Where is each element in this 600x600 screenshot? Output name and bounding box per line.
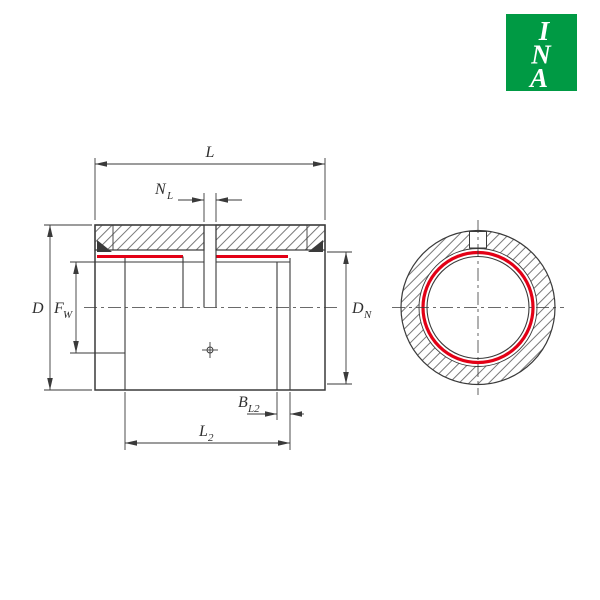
seal-wedge-right xyxy=(308,240,323,252)
section-view xyxy=(84,224,340,391)
dim-label-DN: D xyxy=(351,300,364,317)
dim-label-D: D xyxy=(31,300,44,317)
logo-letter-n: N xyxy=(530,40,552,70)
dim-label-FW: F xyxy=(53,300,64,317)
logo-letter-a: A xyxy=(528,63,548,93)
dimension-L: L xyxy=(94,144,326,220)
dim-label-BL2-sub: L2 xyxy=(247,403,260,415)
dimension-L2: L 2 xyxy=(124,392,290,450)
dim-label-L2: L xyxy=(198,423,208,440)
outer-sleeve-section-right xyxy=(215,224,326,251)
logo-background xyxy=(506,14,577,91)
dimensions: L N L D F W xyxy=(31,144,372,450)
end-view xyxy=(392,220,564,395)
dim-label-BL2: B xyxy=(238,394,248,411)
outer-sleeve-section-left xyxy=(94,224,205,251)
dimension-DN: D N xyxy=(327,251,372,385)
dimension-D: D xyxy=(31,224,92,391)
lube-hole-circle xyxy=(206,346,214,354)
logo-letter-i: I xyxy=(538,16,551,46)
dimension-FW: F W xyxy=(53,261,125,354)
seal-wedge-left xyxy=(97,240,112,252)
dim-label-L2-sub: 2 xyxy=(208,432,214,444)
dim-label-NL: N xyxy=(154,181,167,198)
ina-logo: I N A xyxy=(506,14,577,93)
dim-label-DN-sub: N xyxy=(363,309,372,321)
ring-bore-mask xyxy=(419,248,537,367)
dimension-NL: N L xyxy=(154,181,242,222)
dim-label-FW-sub: W xyxy=(63,309,73,321)
dimension-BL2: B L2 xyxy=(238,392,304,450)
lube-hole-marker xyxy=(202,342,218,358)
dim-label-NL-sub: L xyxy=(166,190,173,202)
dim-label-L: L xyxy=(205,144,215,161)
